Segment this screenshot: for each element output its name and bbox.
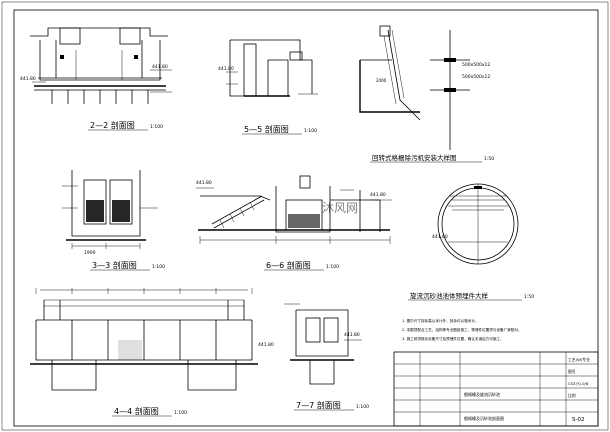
grate-dim-1: 500x500x12 [462,62,490,68]
scale-6-6: 1:100 [326,264,339,270]
elev-4-4: 441.80 [258,342,274,348]
section-5-5: 441.80 5—5 剖面图 1:100 [218,39,318,135]
title-4-4: 4—4 剖面图 [114,406,159,416]
tb-sheet-no: S-02 [572,417,584,423]
grate-title: 回转式格栅除污机安装大样图 [372,153,457,162]
title-block: 工艺(W)专业 图号 CS3(Y)-0/8 比例 细格栅及旋流沉砂池 细格栅及沉… [393,351,599,427]
note-line-2: 2. 本图须配合工艺、结构等专业图纸施工，预埋件位置须与设备厂家核对。 [402,327,522,332]
title-6-6: 6—6 剖面图 [266,260,311,270]
grate-dim-3: 2400 [376,78,387,83]
title-2-2: 2—2 剖面图 [90,120,135,130]
elev-5-5: 441.80 [218,66,234,72]
tb-code-1: 工艺(W)专业 [568,357,590,362]
tb-code-2: 图号 [568,369,576,374]
grit-title: 旋流沉砂池池体预埋件大样 [410,291,489,300]
section-3-3: 1900 3—3 剖面图 1:100 [62,170,165,271]
grit-scale: 1:50 [524,294,534,300]
grate-dim-2: 500x500x12 [462,74,490,80]
elev-2-2b: 441.80 [20,76,36,82]
title-5-5: 5—5 剖面图 [244,124,289,134]
tb-sub-name: 细格栅及沉砂池剖面图 [464,415,504,421]
grit-elev: 441.80 [432,234,448,240]
note-line-1: 1. 图中尺寸除标高以米计外，其余均以毫米计。 [402,318,478,323]
watermark: 沐风网 [322,201,358,215]
note-line-3: 3. 施工前须核实设备尺寸及预埋件位置，确认无误后方可施工。 [402,336,504,341]
title-3-3: 3—3 剖面图 [92,260,137,270]
section-7-7: 441.80 7—7 剖面图 1:100 [284,303,369,411]
scale-5-5: 1:100 [304,128,317,134]
grit-detail: 441.80 旋流沉砂池池体预埋件大样 1:50 [408,183,534,301]
tb-drawing-name: 细格栅及旋流沉砂池 [464,391,500,397]
section-4-4: 441.80 4—4 剖面图 1:100 [30,288,274,417]
scale-4-4: 1:100 [174,410,187,416]
elev-6-6a: 441.80 [196,180,212,186]
grate-scale: 1:50 [484,156,494,162]
notes-block: 1. 图中尺寸除标高以米计外，其余均以毫米计。 2. 本图须配合工艺、结构等专业… [402,318,522,341]
scale-7-7: 1:100 [356,404,369,410]
title-7-7: 7—7 剖面图 [296,400,341,410]
inner-border [13,9,599,427]
scale-2-2: 1:100 [150,124,163,130]
elev-2-2a: 441.80 [152,64,168,70]
tb-code-3: CS3(Y)-0/8 [568,381,589,386]
tb-code-4: 比例 [568,393,576,398]
dim-3-3: 1900 [84,250,96,256]
section-2-2: 441.80 441.80 2—2 剖面图 1:100 [20,27,172,131]
grate-detail: 500x500x12 500x500x12 2400 回转式格栅除污机安装大样图… [359,25,494,163]
elev-6-6b: 441.80 [370,192,386,198]
elev-7-7: 441.80 [344,332,360,338]
section-6-6: 441.80 441.80 6—6 剖面图 1:100 沐风网 [196,175,392,271]
scale-3-3: 1:100 [152,264,165,270]
